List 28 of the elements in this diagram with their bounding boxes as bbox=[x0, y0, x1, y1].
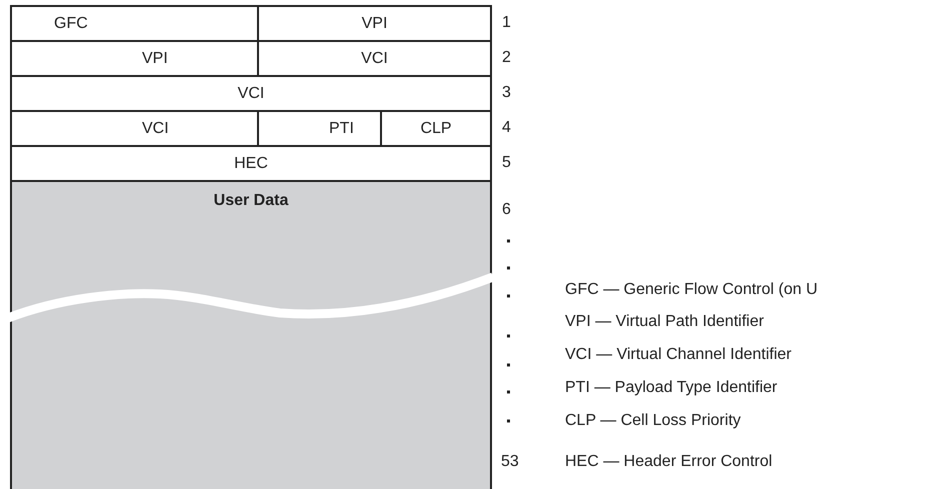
row-number: 1 bbox=[502, 14, 511, 32]
row-number: 5 bbox=[502, 154, 511, 172]
row-number: 4 bbox=[502, 119, 511, 137]
row-number: 53 bbox=[501, 453, 519, 471]
abbreviation-definition: HEC — Header Error Control bbox=[565, 453, 772, 471]
field-label: CLP bbox=[420, 120, 452, 138]
row-number: 2 bbox=[502, 49, 511, 67]
header-field bbox=[10, 75, 492, 112]
field-label: VCI bbox=[238, 84, 264, 102]
payload-area bbox=[10, 180, 492, 489]
header-field bbox=[10, 145, 492, 182]
header-field bbox=[10, 5, 259, 42]
row-number: 3 bbox=[502, 84, 511, 102]
abbreviation-definition: PTI — Payload Type Identifier bbox=[565, 379, 778, 397]
abbreviation-definition: CLP — Cell Loss Priority bbox=[565, 412, 741, 430]
row-number: 6 bbox=[502, 201, 511, 219]
abbreviation-definition: VPI — Virtual Path Identifier bbox=[565, 313, 764, 331]
field-label: PTI bbox=[329, 120, 354, 138]
field-label: User Data bbox=[214, 192, 288, 210]
field-label: VPI bbox=[142, 50, 168, 68]
abbreviation-definition: GFC — Generic Flow Control (on U bbox=[565, 281, 818, 299]
header-field bbox=[257, 5, 492, 42]
abbreviation-definition: VCI — Virtual Channel Identifier bbox=[565, 346, 792, 364]
field-label: VCI bbox=[361, 50, 388, 68]
field-label: HEC bbox=[234, 154, 268, 172]
field-label: VCI bbox=[142, 120, 169, 138]
field-label: VPI bbox=[362, 14, 388, 32]
field-label: GFC bbox=[54, 14, 88, 32]
